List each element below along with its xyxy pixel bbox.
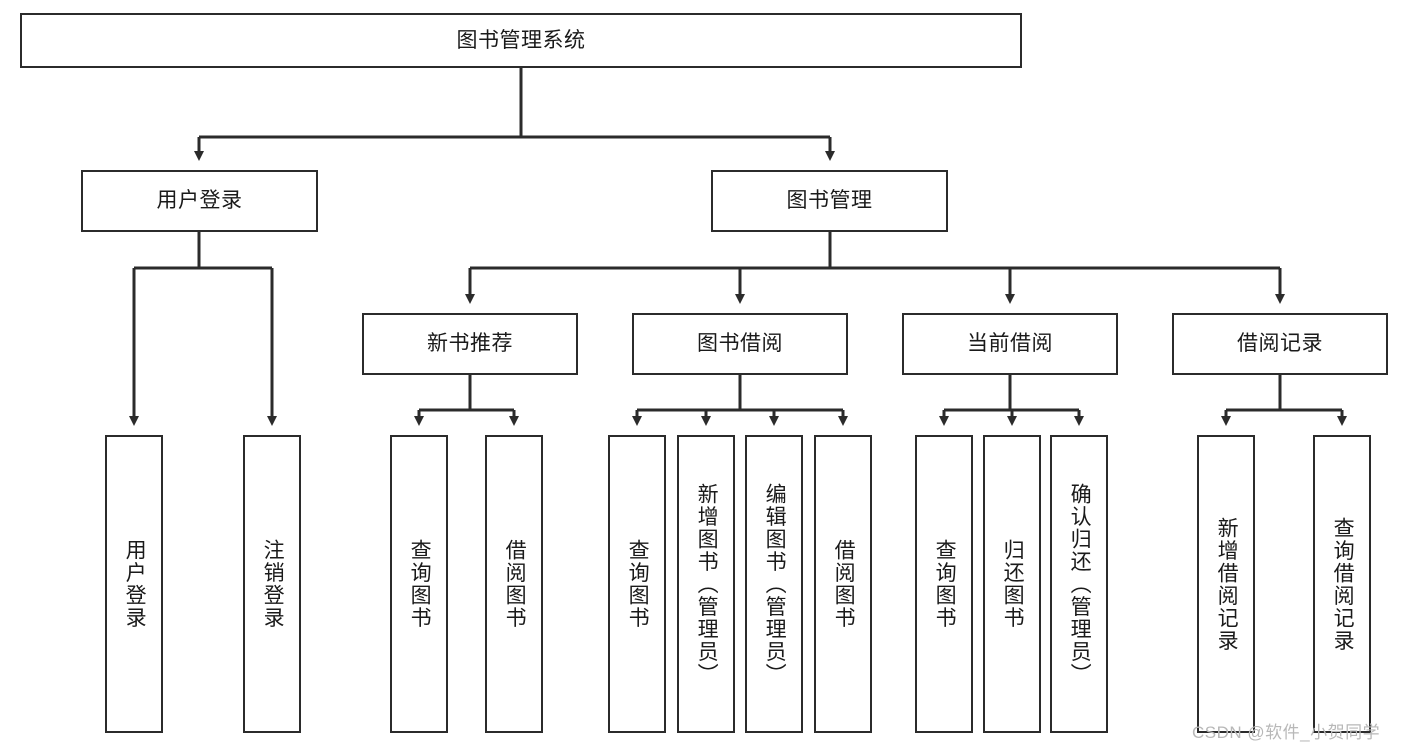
node-book-manage-label: 图书管理 [786,189,873,213]
node-current-borrow[interactable]: 当前借阅 [902,313,1118,375]
leaf-query-book-3-label: 查询图书 [933,539,957,629]
leaf-query-book-2-label: 查询图书 [626,539,650,629]
leaf-borrow-book-1-label: 借阅图书 [503,539,527,629]
leaf-borrow-book-1[interactable]: 借阅图书 [485,435,543,733]
node-user-login[interactable]: 用户登录 [81,170,318,232]
leaf-query-book-3[interactable]: 查询图书 [915,435,973,733]
leaf-query-borrow-record-label: 查询借阅记录 [1331,516,1355,652]
node-new-book-recommend-label: 新书推荐 [427,332,513,356]
node-current-borrow-label: 当前借阅 [967,332,1053,356]
node-book-borrow-label: 图书借阅 [697,332,783,356]
leaf-return-book[interactable]: 归还图书 [983,435,1041,733]
leaf-add-borrow-record-label: 新增借阅记录 [1215,516,1239,652]
leaf-user-login-label: 用户登录 [123,539,147,629]
watermark: CSDN @软件_小贺同学 [1192,723,1381,742]
leaf-add-borrow-record[interactable]: 新增借阅记录 [1197,435,1255,733]
leaf-edit-book-label: 编辑图书（管理员） [763,482,787,686]
leaf-query-book-1[interactable]: 查询图书 [390,435,448,733]
leaf-confirm-return[interactable]: 确认归还（管理员） [1050,435,1108,733]
leaf-logout-label: 注销登录 [261,539,285,629]
node-root-label: 图书管理系统 [456,28,586,52]
leaf-add-book-label: 新增图书（管理员） [695,482,719,686]
leaf-edit-book[interactable]: 编辑图书（管理员） [745,435,803,733]
node-root[interactable]: 图书管理系统 [20,13,1022,68]
node-book-borrow[interactable]: 图书借阅 [632,313,848,375]
leaf-return-book-label: 归还图书 [1001,539,1025,629]
node-book-manage[interactable]: 图书管理 [711,170,948,232]
leaf-query-book-2[interactable]: 查询图书 [608,435,666,733]
leaf-add-book[interactable]: 新增图书（管理员） [677,435,735,733]
leaf-logout[interactable]: 注销登录 [243,435,301,733]
leaf-query-book-1-label: 查询图书 [408,539,432,629]
leaf-confirm-return-label: 确认归还（管理员） [1068,482,1092,686]
leaf-query-borrow-record[interactable]: 查询借阅记录 [1313,435,1371,733]
node-borrow-record[interactable]: 借阅记录 [1172,313,1388,375]
leaf-borrow-book-2[interactable]: 借阅图书 [814,435,872,733]
leaf-borrow-book-2-label: 借阅图书 [832,539,856,629]
node-borrow-record-label: 借阅记录 [1237,332,1323,356]
node-user-login-label: 用户登录 [156,189,243,213]
leaf-user-login[interactable]: 用户登录 [105,435,163,733]
node-new-book-recommend[interactable]: 新书推荐 [362,313,578,375]
